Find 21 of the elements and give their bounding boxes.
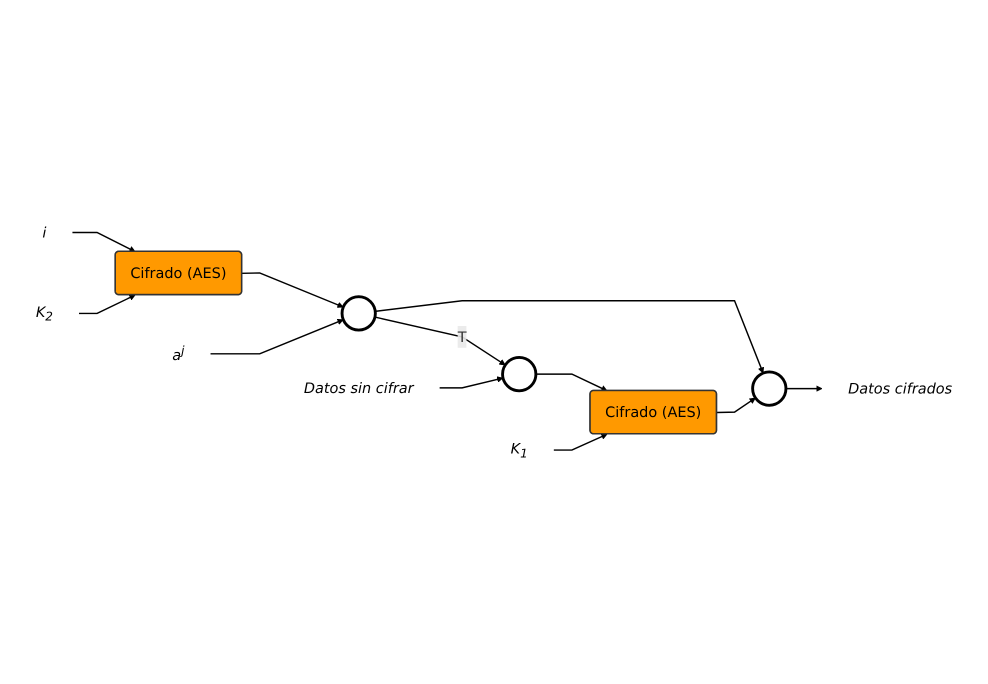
node-text: i — [42, 224, 46, 242]
node-text: K$_{2}$ — [36, 303, 53, 324]
arrow — [440, 376, 504, 389]
node-text: Datos sin cifrar — [304, 379, 414, 397]
edge-label: T — [458, 328, 467, 346]
arrow — [374, 316, 506, 366]
arrow — [786, 385, 822, 392]
node-text: a$^{j}$ — [172, 344, 185, 364]
arrow — [242, 272, 344, 308]
node-text: Datos cifrados — [848, 380, 952, 398]
node-circle — [340, 295, 377, 332]
arrow — [554, 434, 608, 451]
node-circle — [751, 370, 788, 407]
arrow — [210, 318, 344, 355]
node-circle — [501, 356, 538, 392]
arrow — [375, 300, 764, 374]
arrow — [79, 294, 136, 314]
arrow — [716, 398, 756, 414]
arrow — [536, 373, 608, 392]
arrow — [72, 232, 136, 252]
node-text: K$_{1}$ — [510, 440, 528, 460]
